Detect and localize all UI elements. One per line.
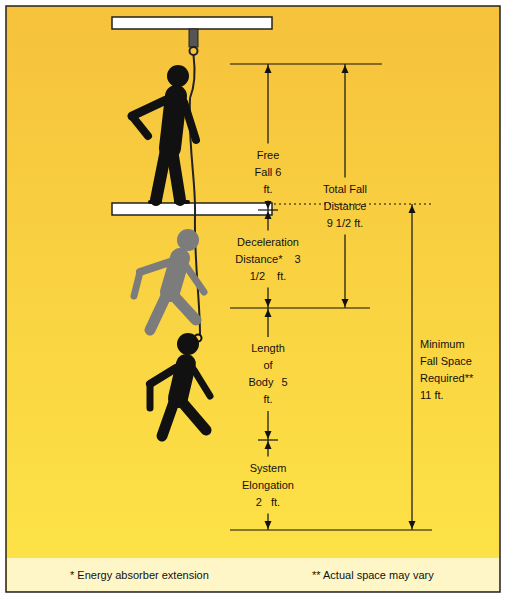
worker-arrested: [150, 333, 210, 436]
worker-standing: [132, 65, 196, 202]
arrowhead: [409, 205, 416, 213]
dimension-tick: [230, 63, 382, 64]
arrowhead: [265, 201, 272, 209]
worker-decelerating: [134, 229, 204, 330]
panel: [6, 6, 500, 592]
arrowhead: [342, 299, 349, 307]
dimension-line: [344, 64, 345, 178]
footnote-strip: [7, 558, 499, 591]
arrowhead: [409, 521, 416, 529]
anchor-beam: [112, 17, 272, 29]
arrowhead: [265, 431, 272, 439]
dimension-tick: [230, 307, 370, 308]
lanyard: [190, 55, 195, 98]
arrowhead: [265, 441, 272, 449]
arrowhead: [265, 521, 272, 529]
dimension-label: Free Fall 6 ft.: [253, 147, 283, 198]
dimension-label: Minimum Fall Space Required** 11 ft.: [420, 336, 482, 404]
arrowhead: [265, 299, 272, 307]
anchor-device: [189, 29, 198, 47]
dimension-line: [411, 204, 412, 530]
arrowhead: [265, 309, 272, 317]
dimension-label: Deceleration Distance* 3 1/2 ft.: [235, 234, 301, 285]
d-ring: [190, 47, 198, 55]
footnote: ** Actual space may vary: [312, 567, 434, 584]
arrowhead: [265, 65, 272, 73]
dimension-label: Total Fall Distance 9 1/2 ft.: [323, 181, 368, 232]
dimension-tick: [230, 529, 432, 530]
footnote: * Energy absorber extension: [70, 567, 209, 584]
dimension-label: System Elongation 2 ft.: [239, 460, 297, 511]
arrowhead: [342, 65, 349, 73]
platform: [112, 203, 272, 215]
arrowhead: [265, 211, 272, 219]
d-ring: [195, 335, 202, 342]
dimension-line: [344, 235, 345, 309]
dimension-label: Length of Body 5 ft.: [248, 340, 288, 408]
dimension-line: [267, 64, 268, 144]
